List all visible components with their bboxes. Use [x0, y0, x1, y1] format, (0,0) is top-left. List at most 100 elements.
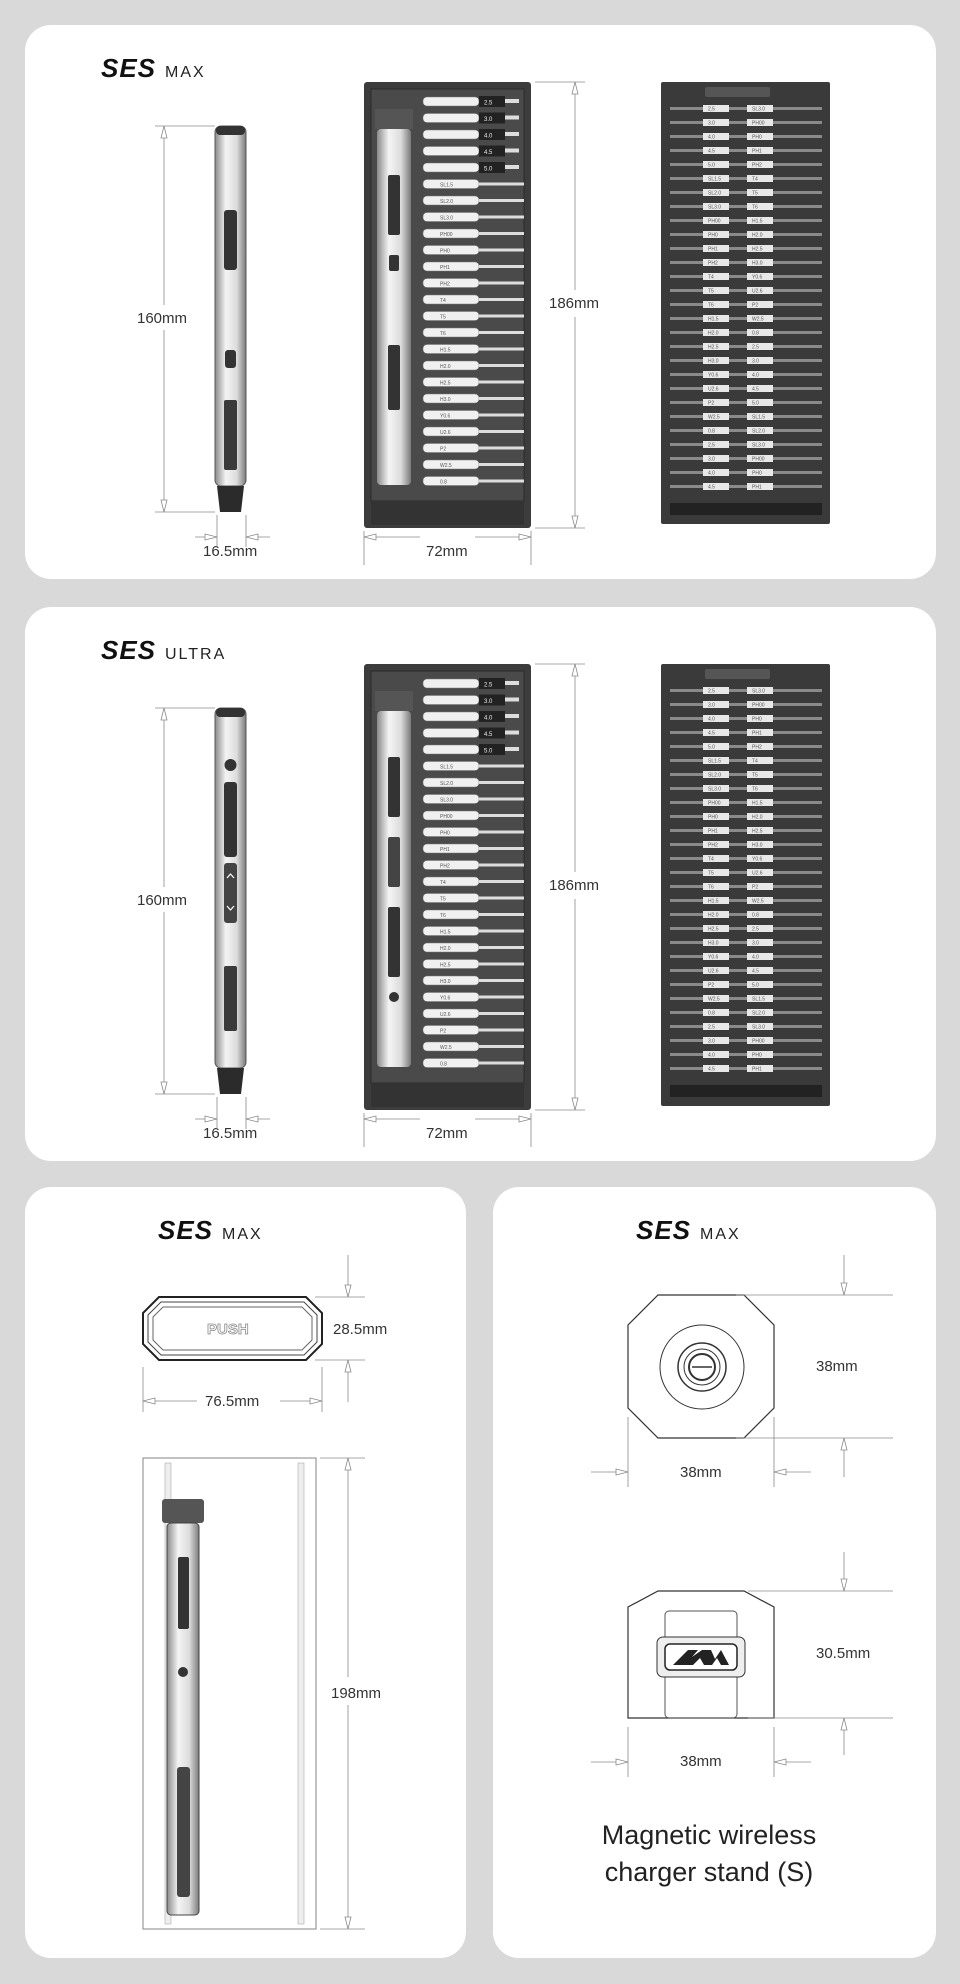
bit-label-box	[703, 967, 729, 974]
case-width-label: 76.5mm	[205, 1393, 259, 1410]
bit-row	[670, 401, 822, 404]
bit-label-box	[747, 427, 773, 434]
bit-shaft	[479, 896, 524, 900]
bit-label: PH00	[708, 801, 721, 807]
dimension-arrow	[160, 707, 168, 721]
bit-label: Y0.6	[708, 955, 719, 961]
bit-label: W2.5	[440, 1045, 452, 1051]
bit-shaft	[479, 797, 524, 801]
bit-label: SL3.0	[440, 216, 453, 222]
bit-label: 2.5	[708, 443, 715, 449]
bit-label: PH0	[752, 471, 762, 477]
dimension-arrow	[204, 533, 218, 541]
bit-label-box	[747, 911, 773, 918]
bit-label: 2.5	[752, 345, 759, 351]
bit-label: H2.0	[440, 946, 451, 952]
bit-label: 0.8	[752, 913, 759, 919]
bit-shaft	[479, 781, 524, 784]
bit-label: T6	[752, 787, 758, 793]
bit-label: H2.0	[752, 815, 763, 821]
dimension-arrow	[245, 1115, 259, 1123]
bit-label: H1.5	[708, 317, 719, 323]
bit-label: 3.0	[752, 941, 759, 947]
pen-brand-label	[388, 757, 400, 817]
bit-label: U2.6	[708, 969, 719, 975]
bit-shaft	[479, 764, 524, 768]
bit-label: PH00	[708, 219, 721, 225]
pen-diameter-label: 16.5mm	[203, 543, 257, 560]
bit-handle	[422, 129, 480, 140]
bit-label-box	[747, 371, 773, 378]
ses-ultra-drawing: SES ULTRA 160mm 16.5mm 186mm 72mm 2.53.0…	[101, 635, 830, 1147]
caption-line-1: Magnetic wireless	[602, 1820, 817, 1850]
bit-label-box	[747, 1009, 773, 1016]
bit-label-box	[703, 729, 729, 736]
bit-label-box	[703, 161, 729, 168]
logo-max: MAX	[700, 1226, 741, 1243]
bit-handle	[422, 311, 480, 321]
bit-label-box	[747, 385, 773, 392]
bit-shaft	[479, 830, 524, 834]
bit-row	[670, 457, 822, 460]
bit-label-box	[703, 869, 729, 876]
bit-label: T4	[752, 177, 758, 183]
top-height-label: 38mm	[816, 1358, 858, 1375]
bit-label-box	[703, 315, 729, 322]
bit-label: H1.5	[752, 219, 763, 225]
bit-row	[670, 359, 822, 362]
bit-label-box	[747, 897, 773, 904]
bit-label: H3.0	[708, 941, 719, 947]
bit-handle	[422, 942, 480, 953]
bit-row	[670, 983, 822, 986]
pen-display	[224, 782, 237, 857]
bit-row	[670, 317, 822, 320]
bit-label: U2.6	[440, 430, 451, 436]
bit-handle	[422, 876, 480, 887]
bit-label: 0.8	[752, 331, 759, 337]
bit-label: SL1.5	[752, 415, 765, 421]
bit-row	[670, 773, 822, 776]
bit-row	[670, 1053, 822, 1056]
dimension-arrow	[571, 1097, 579, 1111]
bit-label-box	[747, 981, 773, 988]
pen-slot-top	[375, 691, 413, 711]
bit-label: 5.0	[484, 749, 493, 755]
dimension-arrow	[773, 1468, 787, 1476]
bit-label-box	[747, 925, 773, 932]
bit-label: W2.5	[440, 463, 452, 469]
logo-ses: SES	[101, 53, 156, 83]
bit-label: T5	[708, 871, 714, 877]
case-height-label: 186mm	[549, 295, 599, 312]
bit-label: H2.0	[708, 913, 719, 919]
dimension-arrow	[344, 1284, 352, 1298]
pen-top-cap	[216, 708, 245, 717]
bit-label: 4.5	[484, 150, 493, 156]
charger-drawing: SES MAX 38mm 38mm 30.5mm 38mm Magnetic w…	[591, 1215, 893, 1887]
bit-label: P2	[752, 303, 758, 309]
bit-handle	[422, 245, 480, 255]
pen-bit-holder	[217, 486, 244, 512]
bit-label: 0.8	[440, 480, 447, 486]
bit-label: H3.0	[708, 359, 719, 365]
bit-label-box	[747, 329, 773, 336]
bit-label: 2.5	[708, 107, 715, 113]
hex-socket-bit	[479, 145, 505, 157]
bit-label: PH0	[440, 249, 450, 255]
bit-label: 4.5	[752, 387, 759, 393]
bit-shaft	[479, 1028, 524, 1032]
bit-label: T4	[752, 759, 758, 765]
bit-label-box	[747, 133, 773, 140]
dimension-arrow	[840, 1437, 848, 1451]
bit-label: W2.5	[752, 317, 764, 323]
chevron-icons	[226, 873, 235, 911]
bit-label: H3.0	[440, 979, 451, 985]
bit-label: 3.0	[484, 699, 493, 705]
bit-shaft	[479, 397, 524, 400]
power-button-icon	[389, 992, 399, 1002]
bit-label-box	[703, 287, 729, 294]
bit-shaft	[479, 281, 524, 285]
pen-display	[224, 210, 237, 270]
logo-ses: SES	[158, 1215, 213, 1245]
charger-magnet-ring	[659, 1324, 745, 1410]
dimension-arrow	[363, 1115, 377, 1123]
